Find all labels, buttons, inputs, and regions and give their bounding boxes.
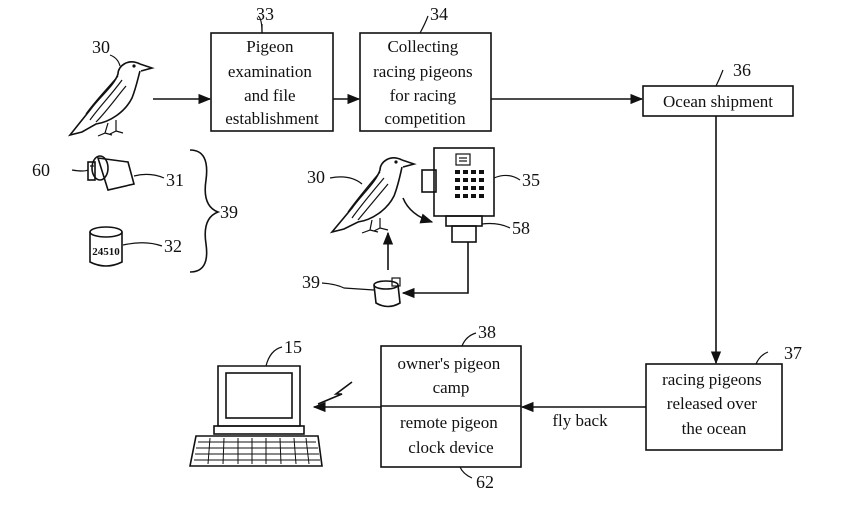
ref-58: 58 [512, 218, 530, 238]
flow-arrows [153, 93, 722, 413]
ref-39-ring: 39 [302, 272, 320, 292]
ref-36: 36 [733, 60, 751, 80]
ref-39-brace: 39 [220, 202, 238, 222]
keyboard-keys [194, 437, 320, 465]
ref-35: 35 [522, 170, 540, 190]
numbered-ring-icon: 24510 [89, 226, 123, 267]
box-owners-pigeon-camp: owner's pigeon camp remote pigeon clock … [380, 345, 522, 468]
svg-text:racing pigeons released: racing pigeons released over the ocean [662, 370, 766, 438]
pigeon-clock-device-icon [421, 147, 495, 243]
ref-33: 33 [256, 4, 274, 24]
box-racing-pigeons-released: racing pigeons released over the ocean [645, 363, 783, 451]
ring-small-icon [373, 277, 401, 308]
ref-15: 15 [284, 337, 302, 357]
brace-39 [189, 149, 221, 273]
box-collecting-racing-pigeons: Collecting racing pigeons for racing com… [359, 32, 492, 132]
pigeon-middle-icon [329, 157, 417, 234]
reference-numerals: 30 60 31 32 39 33 34 36 30 35 58 39 38 3… [32, 4, 802, 492]
ref-30-top: 30 [92, 37, 110, 57]
svg-text:owner's pigeon camp: owner's pigeon camp [398, 354, 505, 397]
leader-lines [71, 15, 769, 479]
ref-62: 62 [476, 472, 494, 492]
ref-37: 37 [784, 343, 802, 363]
ref-34: 34 [430, 4, 448, 24]
svg-text:Ocean shipment: Ocean shipment [663, 92, 773, 111]
remote-pigeon-clock-label: remote pigeon clock device [400, 413, 502, 457]
box-pigeon-examination: Pigeon examination and file establishmen… [210, 32, 334, 132]
ref-32: 32 [164, 236, 182, 256]
signal-icon [317, 381, 353, 405]
pigeon-icon [67, 61, 155, 137]
ref-30-middle: 30 [307, 167, 325, 187]
keypad [455, 170, 484, 198]
ref-31: 31 [166, 170, 184, 190]
ring-with-sensor-icon [87, 155, 135, 191]
computer-icon [189, 365, 323, 467]
svg-text:24510: 24510 [92, 246, 120, 258]
fly-back-label: fly back [552, 411, 608, 430]
svg-text:Pigeon examination: Pigeon examination and file establishmen… [225, 37, 319, 128]
ref-60: 60 [32, 160, 50, 180]
ref-38: 38 [478, 322, 496, 342]
svg-text:Collecting racing pigeon: Collecting racing pigeons for racing com… [373, 37, 477, 128]
box-ocean-shipment: Ocean shipment [642, 85, 794, 117]
